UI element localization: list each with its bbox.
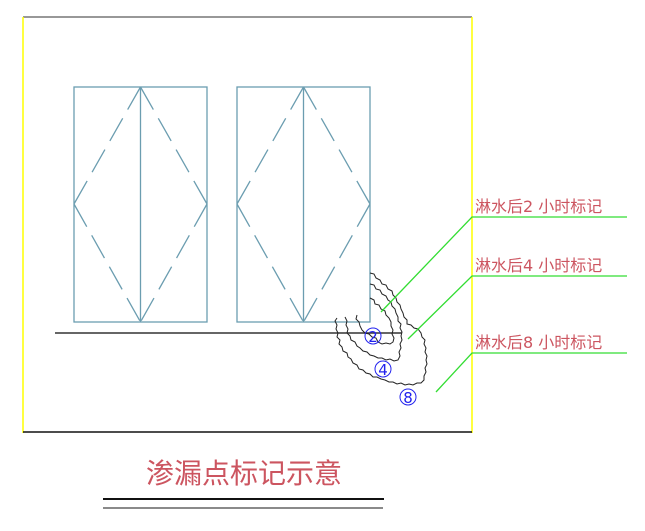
marker-4h: 4 — [374, 360, 392, 379]
leader-2h — [380, 216, 627, 313]
svg-text:2: 2 — [368, 328, 378, 346]
leader-4h — [407, 275, 627, 340]
leak-outline-8h — [334, 272, 428, 386]
door-left — [73, 86, 208, 323]
leader-lines — [380, 216, 627, 393]
door-right — [236, 86, 371, 323]
leader-8h — [435, 352, 627, 393]
label-8h: 淋水后8 小时标记 — [475, 333, 602, 352]
svg-text:8: 8 — [403, 389, 413, 407]
leak-outline-2h — [355, 297, 395, 345]
label-4h: 淋水后4 小时标记 — [475, 256, 602, 275]
marker-8h: 8 — [399, 388, 417, 407]
diagram-title: 渗漏点标记示意 — [146, 457, 342, 490]
svg-text:4: 4 — [378, 361, 388, 379]
marker-2h: 2 — [364, 327, 382, 346]
label-2h: 淋水后2 小时标记 — [475, 197, 602, 216]
